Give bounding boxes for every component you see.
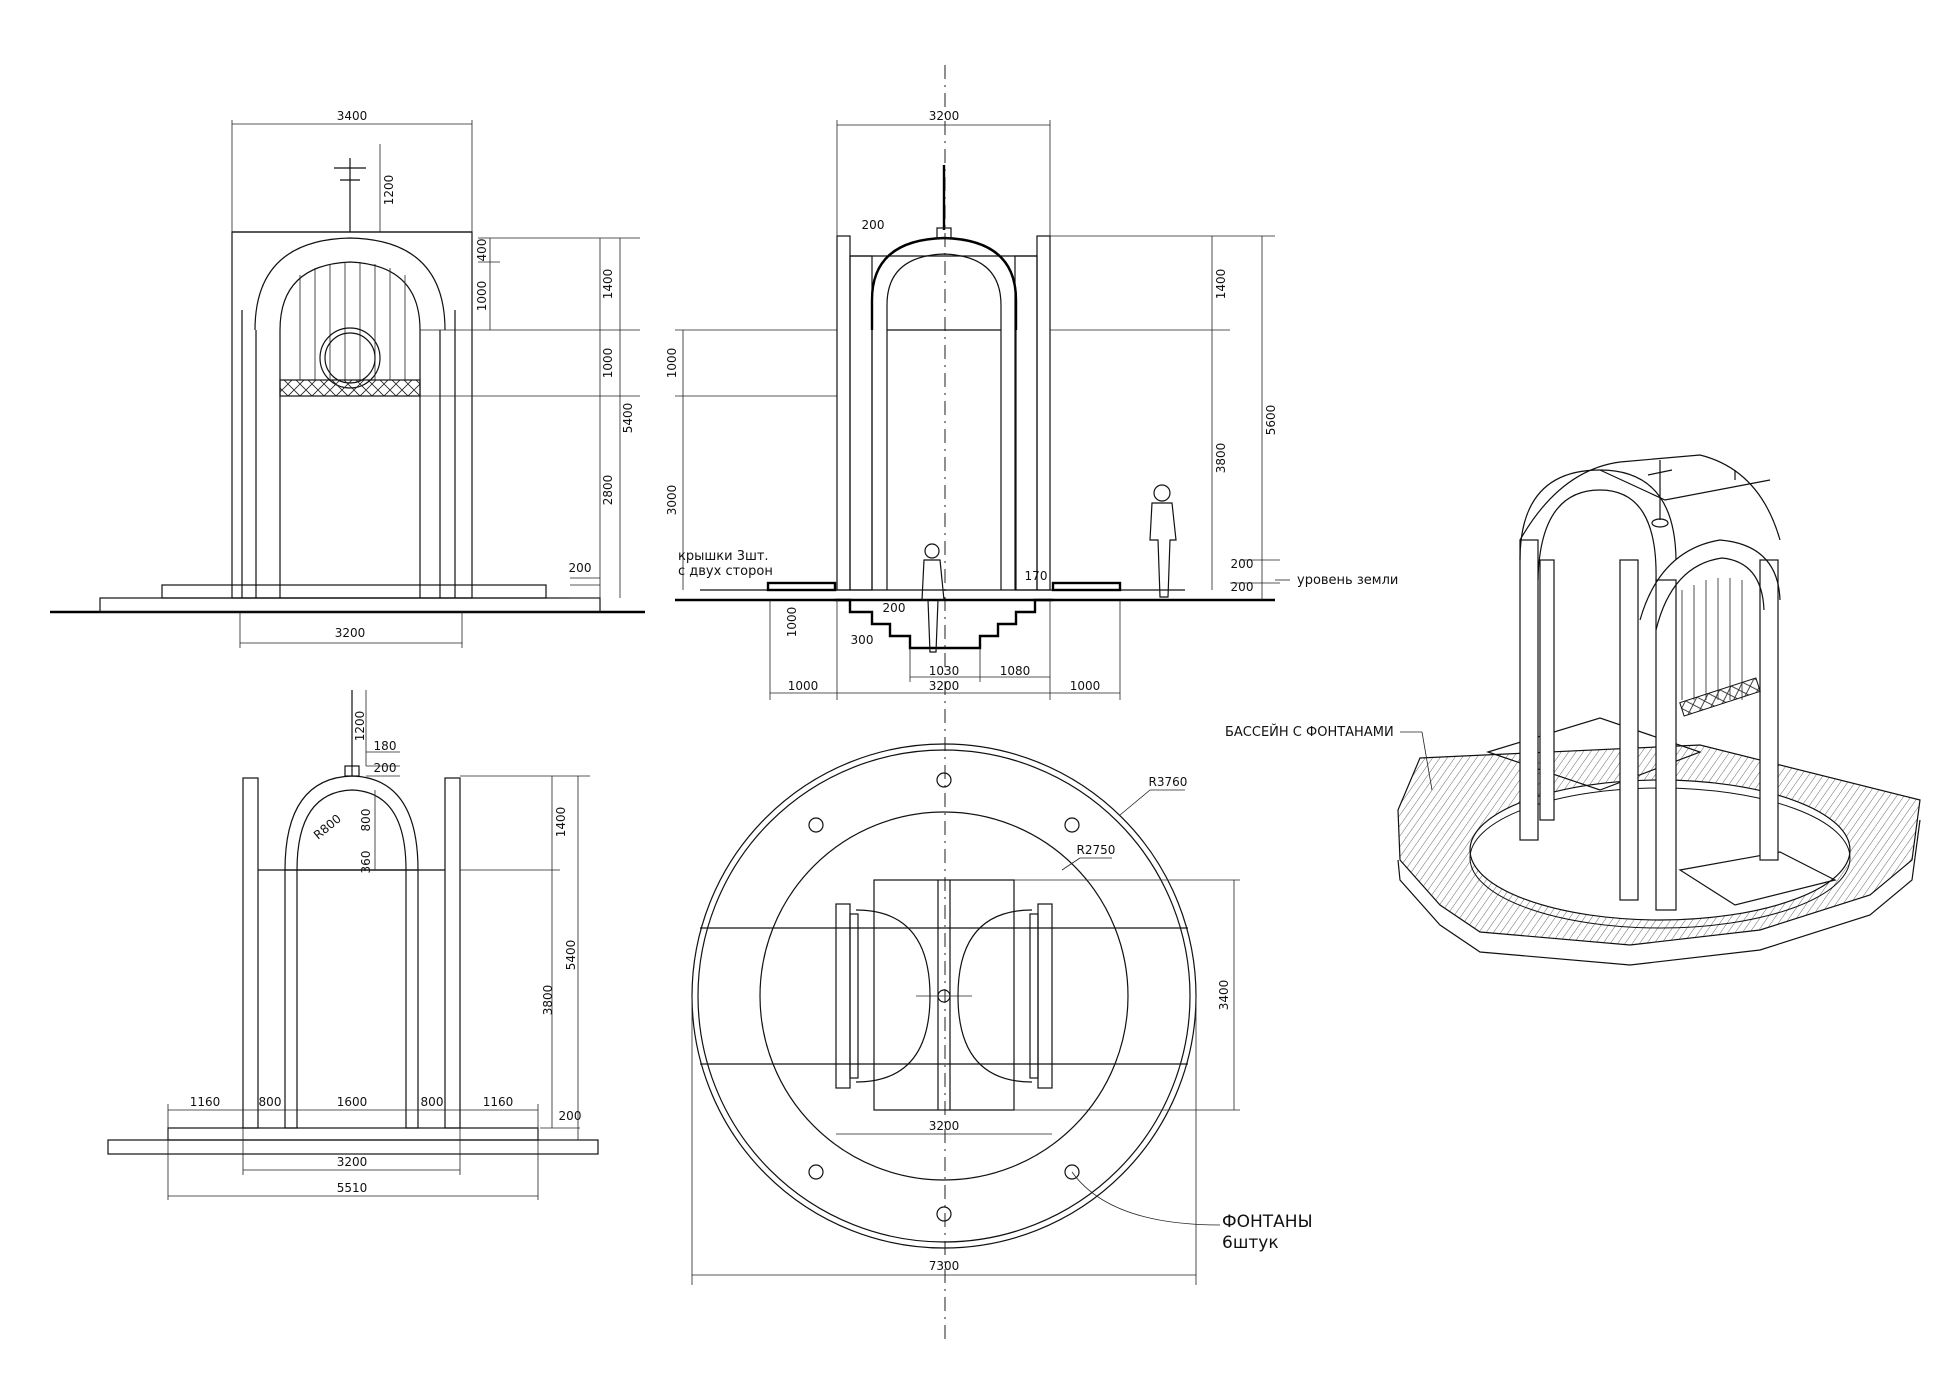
front-width-top: 3400 <box>337 109 368 123</box>
section-dim-3200-bottom: 3200 <box>929 679 960 693</box>
side-dim-1400: 1400 <box>554 807 568 838</box>
section-dim-300: 300 <box>851 633 874 647</box>
section-dim-1000-left: 1000 <box>665 348 679 379</box>
front-dim-200: 200 <box>569 561 592 575</box>
fountains-label-line2: 6штук <box>1222 1233 1279 1253</box>
side-dim-5510: 5510 <box>337 1181 368 1195</box>
section-dim-170: 170 <box>1025 569 1048 583</box>
side-radius: R800 <box>311 812 344 843</box>
side-seg-800-l: 800 <box>259 1095 282 1109</box>
section-view: 3200 200 1400 5600 3800 1000 3000 200 20… <box>665 65 1398 1340</box>
fountain-icon <box>936 772 952 788</box>
covers-note-line1: крышки 3шт. <box>678 549 769 564</box>
section-dim-200-right: 200 <box>1231 557 1254 571</box>
section-dim-1400: 1400 <box>1214 269 1228 300</box>
section-dim-1000-l: 1000 <box>788 679 819 693</box>
human-figure-icon <box>1149 484 1177 598</box>
human-figure-icon <box>921 543 945 653</box>
side-elevation: 1200 180 200 R800 800 360 1400 5400 3800… <box>107 690 599 1200</box>
side-dim-360: 360 <box>359 851 373 874</box>
side-dim-200-base: 200 <box>559 1109 582 1123</box>
front-dim-2800: 2800 <box>601 475 615 506</box>
front-dim-1000: 1000 <box>475 281 489 312</box>
section-dim-200-right2: 200 <box>1231 580 1254 594</box>
front-dim-5400: 5400 <box>621 403 635 434</box>
side-seg-800-r: 800 <box>421 1095 444 1109</box>
section-dim-1080: 1080 <box>1000 664 1031 678</box>
section-dim-5600: 5600 <box>1264 405 1278 436</box>
fountain-icon <box>1064 817 1080 833</box>
section-dim-200-step: 200 <box>883 601 906 615</box>
fountains-label-line1: ФОНТАНЫ <box>1222 1212 1313 1232</box>
side-dim-180: 180 <box>374 739 397 753</box>
side-dim-3200: 3200 <box>337 1155 368 1169</box>
section-dim-200-top: 200 <box>862 218 885 232</box>
plan-dim-7300: 7300 <box>929 1259 960 1273</box>
side-dim-200: 200 <box>374 761 397 775</box>
section-width-top: 3200 <box>929 109 960 123</box>
fountain-icon <box>808 1164 824 1180</box>
side-cross-height: 1200 <box>353 711 367 742</box>
section-dim-1000-depth: 1000 <box>785 607 799 638</box>
fountain-icon <box>808 817 824 833</box>
pool-label: БАССЕЙН С ФОНТАНАМИ <box>1225 724 1394 740</box>
section-dim-3000-left: 3000 <box>665 485 679 516</box>
side-seg-1160-r: 1160 <box>483 1095 514 1109</box>
fountain-icon <box>1064 1164 1080 1180</box>
side-dim-3800: 3800 <box>541 985 555 1016</box>
side-seg-1160-l: 1160 <box>190 1095 221 1109</box>
plan-dim-3400: 3400 <box>1217 980 1231 1011</box>
front-dim-1400: 1400 <box>601 269 615 300</box>
side-seg-1600: 1600 <box>337 1095 368 1109</box>
front-elevation: 3400 3200 1200 400 1000 1400 1000 5400 2… <box>50 109 645 648</box>
plan-inner-radius: R2750 <box>1077 843 1116 857</box>
front-width-base: 3200 <box>335 626 366 640</box>
axonometric-view: БАССЕЙН С ФОНТАНАМИ <box>1225 454 1921 966</box>
plan-dim-3200: 3200 <box>929 1119 960 1133</box>
plan-outer-radius: R3760 <box>1149 775 1188 789</box>
plan-view: R3760 R2750 3400 3200 7300 ФОНТАНЫ 6штук <box>691 743 1313 1285</box>
side-dim-800: 800 <box>359 809 373 832</box>
ground-level-label: уровень земли <box>1297 573 1398 588</box>
front-dim-1000b: 1000 <box>601 348 615 379</box>
side-dim-5400: 5400 <box>564 940 578 971</box>
section-dim-3800: 3800 <box>1214 443 1228 474</box>
covers-note-line2: с двух сторон <box>678 564 773 579</box>
section-dim-1030: 1030 <box>929 664 960 678</box>
front-cross-height: 1200 <box>382 175 396 206</box>
front-dim-400: 400 <box>475 239 489 262</box>
section-dim-1000-r: 1000 <box>1070 679 1101 693</box>
fountain-icon <box>936 1206 952 1222</box>
